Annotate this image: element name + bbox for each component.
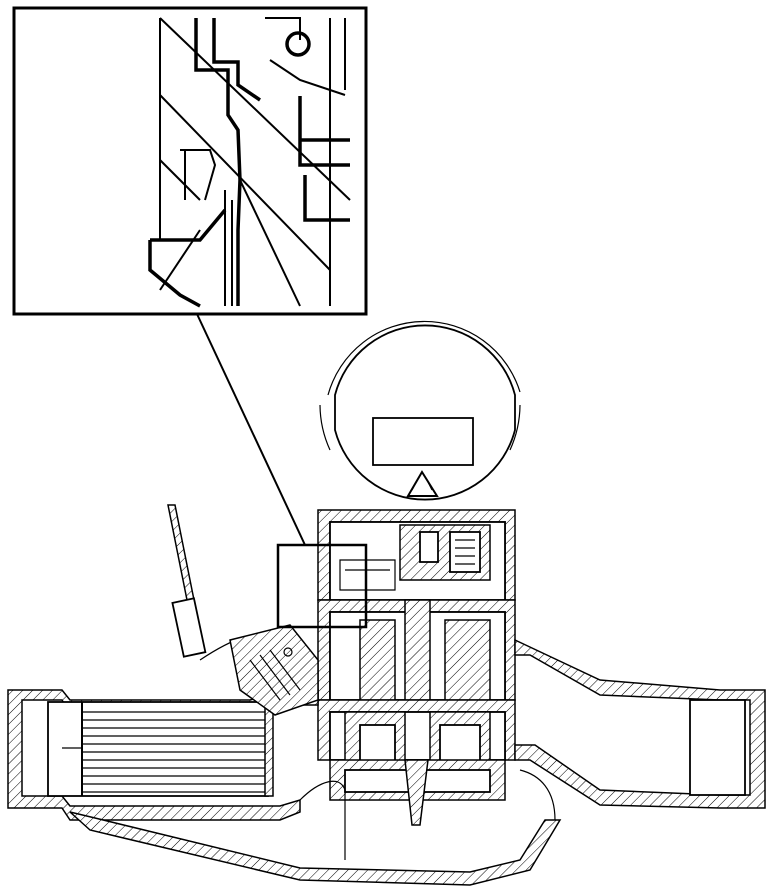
detail-region-box (276, 543, 368, 629)
gear-train (339, 524, 491, 591)
angled-probe (167, 504, 319, 716)
inset-leader-line (196, 313, 306, 546)
magnified-detail-inset (12, 6, 368, 316)
meter-body (317, 509, 516, 826)
register-head (319, 320, 521, 501)
recycle-triangle-icon (406, 470, 439, 497)
inlet-strainer (47, 701, 274, 797)
